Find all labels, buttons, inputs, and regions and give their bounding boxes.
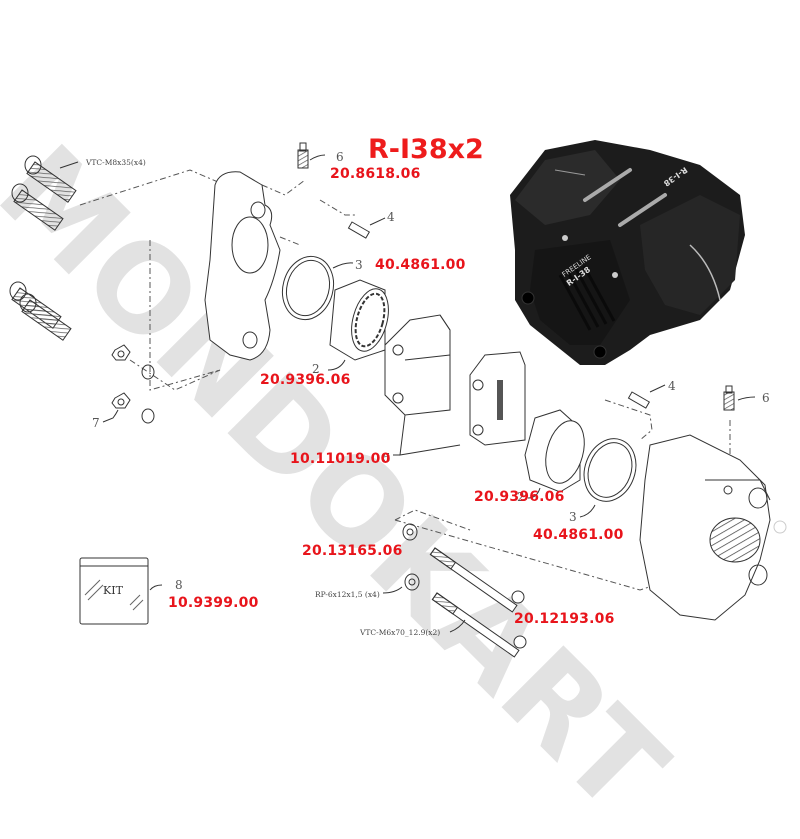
ref-2-left: 2: [312, 362, 320, 376]
ref-3-left: 3: [355, 258, 363, 272]
code-washer: 20.13165.06: [302, 543, 403, 559]
product-title: R-I38x2: [368, 134, 484, 165]
ref-6-left: 6: [336, 150, 344, 164]
ref-4-left: 4: [387, 210, 395, 224]
ref-3-right: 3: [569, 510, 577, 524]
spec-bolts-long: VTC-M6x70_12.9(x2): [360, 628, 441, 637]
kit-label: KIT: [103, 584, 123, 597]
ref-4-right: 4: [668, 379, 676, 393]
ref-7: 7: [92, 416, 100, 430]
bleed-screw-left: [297, 142, 309, 169]
bolts-m8x35: [9, 155, 77, 341]
code-piston-left: 20.9396.06: [260, 372, 351, 388]
ref-5: 5: [383, 451, 391, 465]
ref-8: 8: [175, 578, 183, 592]
code-kit: 10.9399.00: [168, 595, 259, 611]
code-long-bolt: 20.12193.06: [514, 611, 615, 627]
ref-6-right: 6: [762, 391, 770, 405]
ref-2-right: 2: [517, 490, 525, 504]
spec-washers: RP-6x12x1,5 (x4): [315, 590, 380, 599]
code-piston-right: 20.9396.06: [474, 489, 565, 505]
code-seal-right: 40.4861.00: [533, 527, 624, 543]
diagram-drawing: [9, 140, 787, 658]
exploded-parts-diagram: MONDOKART: [0, 120, 787, 839]
spec-bolts-top: VTC-M8x35(x4): [86, 158, 146, 167]
caliper-photo: [510, 140, 745, 365]
code-brake-pads: 10.11019.00: [290, 451, 391, 467]
code-bleed-screw: 20.8618.06: [330, 166, 421, 182]
code-seal-left: 40.4861.00: [375, 257, 466, 273]
